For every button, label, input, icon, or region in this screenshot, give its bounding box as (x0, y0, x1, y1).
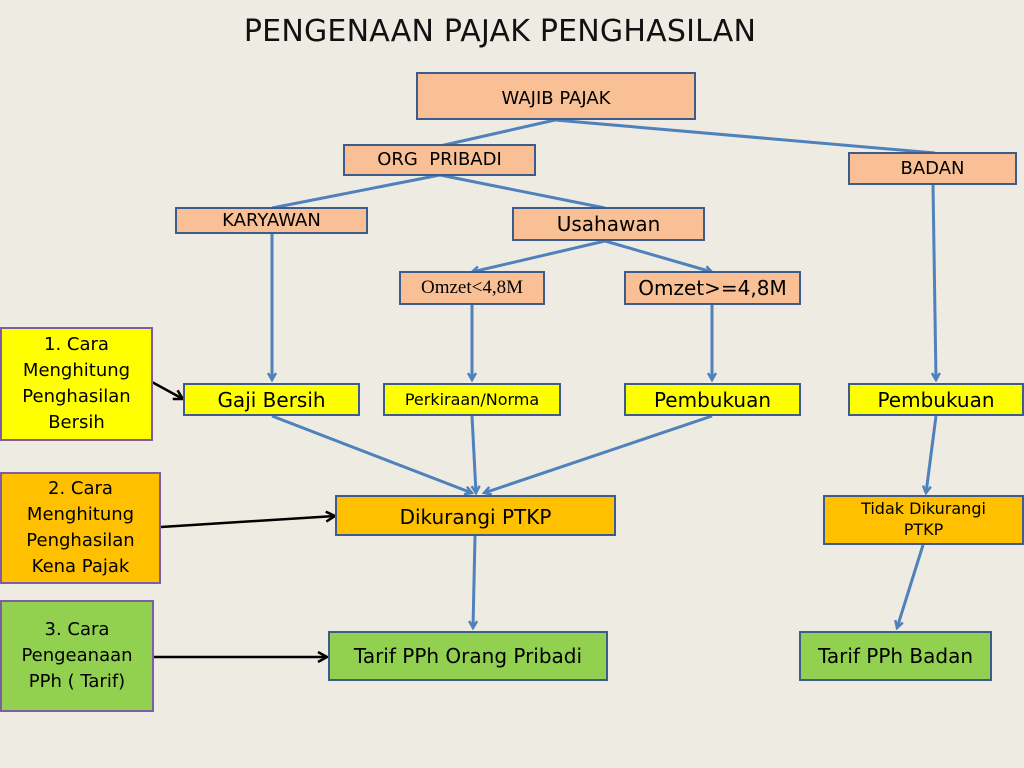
node-usahawan-label: Usahawan (556, 212, 661, 236)
node-tidak-dikurangi-ptkp-label: Tidak Dikurangi PTKP (861, 499, 986, 539)
step-3-box: 3. Cara Pengeanaan PPh ( Tarif) (0, 600, 154, 712)
line-wajib-badan (554, 118, 936, 155)
node-omzet-lt-label: Omzet<4,8M (420, 276, 523, 298)
step-3-label: 3. Cara Pengeanaan PPh ( Tarif) (21, 618, 133, 693)
page-title: PENGENAAN PAJAK PENGHASILAN (243, 14, 757, 49)
line-perkiraan-ptkp (470, 415, 476, 493)
node-tarif-badan-label: Tarif PPh Badan (817, 644, 974, 668)
line-org-usahawan (439, 173, 606, 210)
node-gaji-bersih: Gaji Bersih (183, 383, 360, 416)
node-pembukuan-badan-label: Pembukuan (877, 387, 995, 412)
node-org-pribadi: ORG PRIBADI (343, 144, 536, 176)
node-tarif-op-label: Tarif PPh Orang Pribadi (353, 644, 583, 668)
node-usahawan: Usahawan (512, 207, 705, 241)
node-karyawan-label: KARYAWAN (222, 209, 321, 231)
node-badan: BADAN (848, 152, 1017, 185)
step-1-box: 1. Cara Menghitung Penghasilan Bersih (0, 327, 153, 441)
node-tarif-op: Tarif PPh Orang Pribadi (328, 631, 608, 681)
node-omzet-ge-label: Omzet>=4,8M (638, 276, 787, 300)
arrow-step2 (160, 516, 335, 529)
node-wajib-pajak: WAJIB PAJAK (416, 72, 696, 120)
node-pembukuan-op-label: Pembukuan (653, 387, 772, 412)
node-org-pribadi-label: ORG PRIBADI (377, 149, 502, 171)
node-wajib-pajak-label: WAJIB PAJAK (501, 88, 611, 109)
node-pembukuan-op: Pembukuan (624, 383, 801, 416)
line-usahawan-omzetge (604, 239, 712, 272)
step-1-label: 1. Cara Menghitung Penghasilan Bersih (22, 333, 131, 434)
arrow-step1 (151, 380, 183, 399)
node-perkiraan-norma: Perkiraan/Norma (383, 383, 561, 416)
node-omzet-lt: Omzet<4,8M (399, 271, 545, 305)
node-tarif-badan: Tarif PPh Badan (799, 631, 992, 681)
line-badan-pembukuan (933, 184, 936, 380)
node-dikurangi-ptkp-label: Dikurangi PTKP (399, 505, 552, 529)
node-badan-label: BADAN (900, 157, 965, 179)
line-wajib-org (439, 118, 556, 148)
node-gaji-bersih-label: Gaji Bersih (217, 387, 326, 412)
line-gaji-ptkp (271, 414, 472, 493)
node-omzet-ge: Omzet>=4,8M (624, 271, 801, 305)
line-ptkp-tarifop (473, 535, 475, 628)
line-pembukuanbadan-tidak (926, 415, 938, 493)
node-tidak-dikurangi-ptkp: Tidak Dikurangi PTKP (823, 495, 1024, 545)
node-perkiraan-norma-label: Perkiraan/Norma (404, 389, 540, 409)
step-2-label: 2. Cara Menghitung Penghasilan Kena Paja… (26, 477, 135, 578)
node-karyawan: KARYAWAN (175, 207, 368, 234)
node-pembukuan-badan: Pembukuan (848, 383, 1024, 416)
line-usahawan-omzetlt (472, 239, 606, 272)
step-2-box: 2. Cara Menghitung Penghasilan Kena Paja… (0, 472, 161, 584)
line-pembukuan-ptkp (484, 414, 713, 493)
line-org-karyawan (271, 173, 441, 210)
node-dikurangi-ptkp: Dikurangi PTKP (335, 495, 616, 536)
line-tidak-tarifbadan (897, 544, 925, 628)
